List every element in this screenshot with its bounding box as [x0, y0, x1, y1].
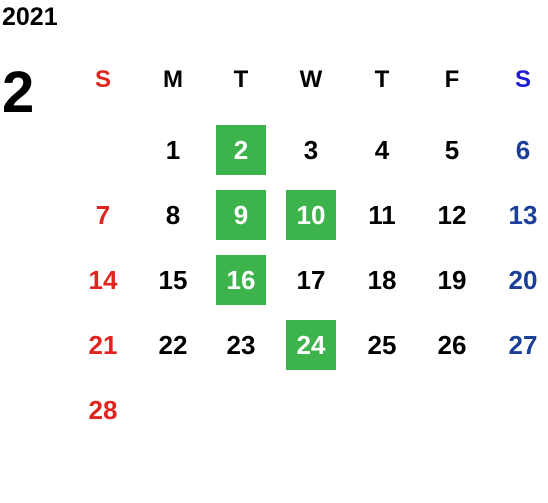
- day-cell: 26: [437, 330, 467, 360]
- weekday-header-sunday: S: [94, 66, 111, 93]
- weekday-header-row: S M T W T F S: [70, 55, 548, 120]
- day-cell: [498, 385, 548, 435]
- day-cell: 25: [367, 330, 397, 360]
- highlighted-day-cell: 16: [216, 255, 266, 305]
- week-row-2: 7 8 9 10 11 12 13: [70, 185, 548, 250]
- weekday-header-friday: F: [444, 66, 460, 93]
- day-cell: 19: [437, 265, 467, 295]
- day-cell: [216, 385, 266, 435]
- highlighted-day-cell: 9: [216, 190, 266, 240]
- day-cell: 15: [158, 265, 188, 295]
- weekday-header-thursday: T: [374, 66, 390, 93]
- day-cell: 27: [508, 330, 538, 360]
- day-cell: [357, 385, 407, 435]
- day-cell: 17: [296, 265, 326, 295]
- day-cell: [148, 385, 198, 435]
- weekday-header-tuesday: T: [233, 66, 249, 93]
- month-label: 2: [2, 60, 35, 125]
- week-row-1: 1 2 3 4 5 6: [70, 120, 548, 185]
- day-cell: 21: [88, 330, 118, 360]
- day-cell: 7: [95, 200, 111, 230]
- day-cell: 4: [374, 135, 390, 165]
- day-cell: 1: [165, 135, 181, 165]
- day-cell: 23: [226, 330, 256, 360]
- weekday-header-saturday: S: [514, 66, 531, 93]
- calendar-grid: S M T W T F S 1 2 3 4 5 6 7 8 9 10 11 12…: [70, 55, 548, 445]
- week-row-5: 28: [70, 380, 548, 445]
- day-cell: 11: [368, 200, 396, 230]
- day-cell: 8: [165, 200, 181, 230]
- day-cell: 3: [303, 135, 319, 165]
- day-cell: 6: [515, 135, 531, 165]
- day-cell: 14: [88, 265, 118, 295]
- day-cell: 18: [367, 265, 397, 295]
- year-label: 2021: [2, 3, 58, 31]
- week-row-3: 14 15 16 17 18 19 20: [70, 250, 548, 315]
- highlighted-day-cell: 24: [286, 320, 336, 370]
- day-cell: 12: [437, 200, 467, 230]
- day-cell: [286, 385, 336, 435]
- highlighted-day-cell: 10: [286, 190, 336, 240]
- day-cell: 22: [158, 330, 188, 360]
- day-cell: 20: [508, 265, 538, 295]
- highlighted-day-cell: 2: [216, 125, 266, 175]
- day-cell: 28: [88, 395, 118, 425]
- day-cell: [427, 385, 477, 435]
- weekday-header-wednesday: W: [299, 66, 323, 93]
- day-cell: 13: [508, 200, 538, 230]
- weekday-header-monday: M: [163, 66, 183, 93]
- day-cell: [78, 125, 128, 175]
- week-row-4: 21 22 23 24 25 26 27: [70, 315, 548, 380]
- day-cell: 5: [444, 135, 460, 165]
